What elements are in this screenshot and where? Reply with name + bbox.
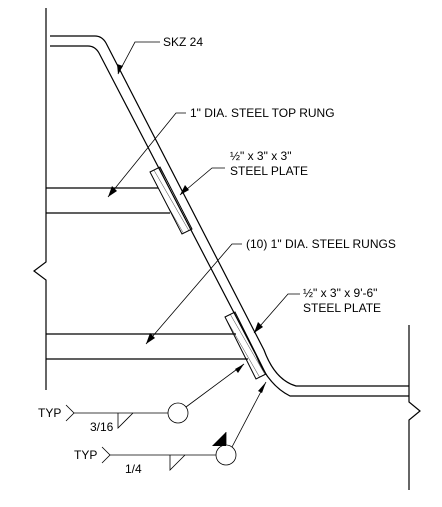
skz-leader-arrowhead [117,64,123,74]
rungs-leader-arrowhead [146,333,155,344]
bottom-plate-leader [253,293,300,334]
top-rung-leader-arrowhead [108,186,117,197]
rungs-leader [145,243,242,345]
weld-typ-label-2: TYP [74,448,97,462]
bottom-plate-leader-arrowhead [254,322,263,333]
top-rung-leader [107,112,186,198]
skz-member-outer [50,35,409,387]
weld-size-label-1: 3/16 [90,420,114,434]
top-steel-plate [149,166,193,235]
top-plate-label-line2: STEEL PLATE [230,164,308,178]
skz-label: SKZ 24 [163,35,203,49]
weld-arrowhead-2 [258,382,266,393]
rungs-label: (10) 1" DIA. STEEL RUNGS [246,237,396,251]
weld-all-around-circle-2 [215,444,237,466]
weld-tail-1 [65,404,75,422]
weld-arrow-line-1 [185,363,245,408]
top-plate-label-line1: ½" x 3" x 3" [230,149,291,163]
fillet-weld-symbol-1 [117,412,134,429]
bottom-plate-label-line2: STEEL PLATE [303,301,381,315]
weld-typ-label-1: TYP [38,406,61,420]
weld-arrow-line-2 [231,381,267,448]
weld-arrowhead-1 [235,364,244,373]
field-weld-flag-icon [212,432,226,446]
top-plate-leader [179,167,225,196]
skz-member-inner [50,45,409,397]
top-rung-label: 1" DIA. STEEL TOP RUNG [190,106,335,120]
weld-size-label-2: 1/4 [125,462,142,476]
bottom-plate-label-line1: ½" x 3" x 9'-6" [303,286,377,300]
fillet-weld-symbol-2 [169,454,186,471]
bottom-steel-plate [224,311,267,380]
left-wall-line [33,8,47,390]
top-plate-leader-arrowhead [180,185,189,195]
right-wall-line [408,325,421,490]
weld-tail-2 [101,446,111,464]
skz-leader [117,41,160,75]
weld-all-around-circle-1 [167,402,189,424]
